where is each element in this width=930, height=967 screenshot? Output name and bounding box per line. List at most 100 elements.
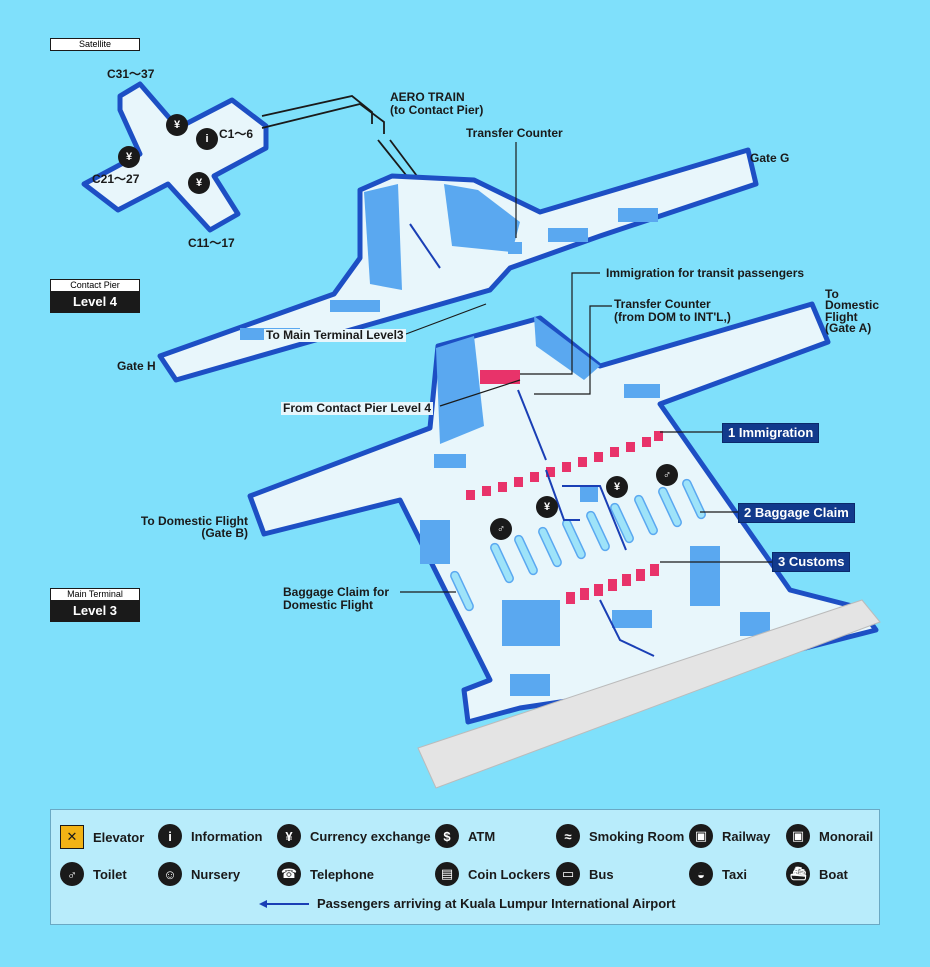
legend-label: Toilet (93, 866, 127, 882)
legend-taxi: ◒ Taxi (689, 862, 747, 886)
toilet-icon: ♂ (656, 464, 678, 486)
legend-label: Smoking Room (589, 828, 685, 844)
legend-label: ATM (468, 828, 496, 844)
contact-pier-level: Level 4 (50, 292, 140, 313)
toilet-icon: ♂ (490, 518, 512, 540)
legend-label: Passengers arriving at Kuala Lumpur Inte… (317, 896, 676, 911)
boat-icon: ⛴ (786, 862, 810, 886)
legend: ✕ Elevator i Information ¥ Currency exchang… (50, 809, 880, 925)
legend-bus: ▭ Bus (556, 862, 614, 886)
currency-exchange-icon: ¥ (606, 476, 628, 498)
immigration-counters (466, 431, 663, 500)
legend-nursery: ☺ Nursery (158, 862, 240, 886)
arrival-route-arrow-icon (259, 899, 309, 908)
baggage-dom-line2: Domestic Flight (283, 598, 374, 612)
currency-exchange-icon: ¥ (166, 114, 188, 136)
legend-arrival-route: Passengers arriving at Kuala Lumpur Inte… (259, 896, 676, 911)
legend-boat: ⛴ Boat (786, 862, 848, 886)
to-domestic-b-line1: To Domestic Flight (140, 514, 248, 528)
gate-h-label: Gate H (117, 359, 156, 373)
arrival-route-arrows (409, 223, 655, 657)
to-domestic-b-line2: (Gate B) (201, 526, 248, 540)
immigration-transit-label: Immigration for transit passengers (606, 266, 805, 280)
legend-label: Currency exchange (310, 828, 431, 844)
step-label: Baggage Claim (754, 505, 849, 520)
main-terminal-level: Level 3 (50, 601, 140, 622)
legend-toilet: ♂ Toilet (60, 862, 127, 886)
transit-immigration-counter (480, 370, 520, 384)
legend-label: Nursery (191, 866, 241, 882)
step-number: 3 (778, 554, 786, 569)
transfer-counter-dom-sub-label: (from DOM to INT'L,) (614, 310, 731, 324)
legend-elevator: ✕ Elevator (60, 825, 144, 849)
step-customs: 3 Customs (772, 552, 851, 572)
monorail-icon: ▣ (786, 824, 810, 848)
to-domestic-a-line4: (Gate A) (825, 321, 872, 335)
to-domestic-a-line2: Domestic (825, 298, 880, 312)
gate-g-label: Gate G (750, 151, 790, 165)
railway-icon: ▣ (689, 824, 713, 848)
nursery-icon: ☺ (158, 862, 182, 886)
legend-label: Boat (819, 866, 848, 882)
smoking-room-icon: ≈ (556, 824, 580, 848)
legend-label: Taxi (722, 866, 748, 882)
legend-label: Railway (722, 828, 771, 844)
leader-lines (400, 142, 772, 593)
gate-label-c21: C21～27 (92, 172, 140, 186)
to-domestic-a-line1: To (825, 287, 839, 301)
gate-label-c11: C11～17 (188, 236, 235, 250)
coin-lockers-icon: ▤ (435, 862, 459, 886)
contact-pier-badge: Contact Pier (50, 279, 140, 292)
baggage-carousels (450, 478, 706, 612)
legend-coin-lockers: ▤ Coin Lockers (435, 862, 550, 886)
to-domestic-a-line3: Flight (825, 310, 858, 324)
legend-currency-exchange: ¥ Currency exchange (277, 824, 431, 848)
legend-telephone: ☎ Telephone (277, 862, 374, 886)
baggage-dom-line1: Baggage Claim for (283, 585, 390, 599)
satellite-building (81, 81, 269, 233)
information-icon: i (196, 128, 218, 150)
toilet-icon: ♂ (60, 862, 84, 886)
legend-label: Information (191, 828, 263, 844)
step-number: 1 (728, 425, 736, 440)
legend-information: i Information (158, 824, 263, 848)
from-contact-pier-label: From Contact Pier Level 4 (281, 401, 434, 415)
transfer-counter-dom-label: Transfer Counter (614, 297, 711, 311)
contact-pier-building (157, 147, 759, 383)
currency-exchange-icon: ¥ (118, 146, 140, 168)
customs-counters (566, 564, 659, 604)
aero-train-sub-label: (to Contact Pier) (390, 103, 484, 117)
legend-railway: ▣ Railway (689, 824, 770, 848)
legend-label: Bus (589, 866, 614, 882)
information-icon: i (158, 824, 182, 848)
main-terminal-badge: Main Terminal (50, 588, 140, 601)
transfer-counter-label: Transfer Counter (466, 126, 563, 140)
atm-icon: $ (435, 824, 459, 848)
legend-smoking-room: ≈ Smoking Room (556, 824, 684, 848)
currency-exchange-icon: ¥ (536, 496, 558, 518)
taxi-icon: ◒ (689, 862, 713, 886)
currency-exchange-icon: ¥ (277, 824, 301, 848)
step-baggage-claim: 2 Baggage Claim (738, 503, 855, 523)
roadway (417, 599, 881, 789)
step-number: 2 (744, 505, 752, 520)
aero-train-label: AERO TRAIN (390, 90, 465, 104)
legend-label: Coin Lockers (468, 866, 551, 882)
telephone-icon: ☎ (277, 862, 301, 886)
step-label: Immigration (738, 425, 814, 440)
currency-exchange-icon: ¥ (188, 172, 210, 194)
bus-icon: ▭ (556, 862, 580, 886)
elevator-icon: ✕ (60, 825, 84, 849)
legend-label: Monorail (819, 828, 874, 844)
step-label: Customs (788, 554, 845, 569)
legend-label: Telephone (310, 866, 375, 882)
gate-label-c1: C1～6 (219, 127, 254, 141)
legend-label: Elevator (93, 829, 145, 845)
legend-atm: $ ATM (435, 824, 495, 848)
gate-label-c31: C31～37 (107, 67, 155, 81)
step-immigration: 1 Immigration (722, 423, 820, 443)
legend-monorail: ▣ Monorail (786, 824, 873, 848)
satellite-badge: Satellite (50, 38, 140, 51)
to-main-terminal-label: To Main Terminal Level3 (264, 328, 406, 342)
